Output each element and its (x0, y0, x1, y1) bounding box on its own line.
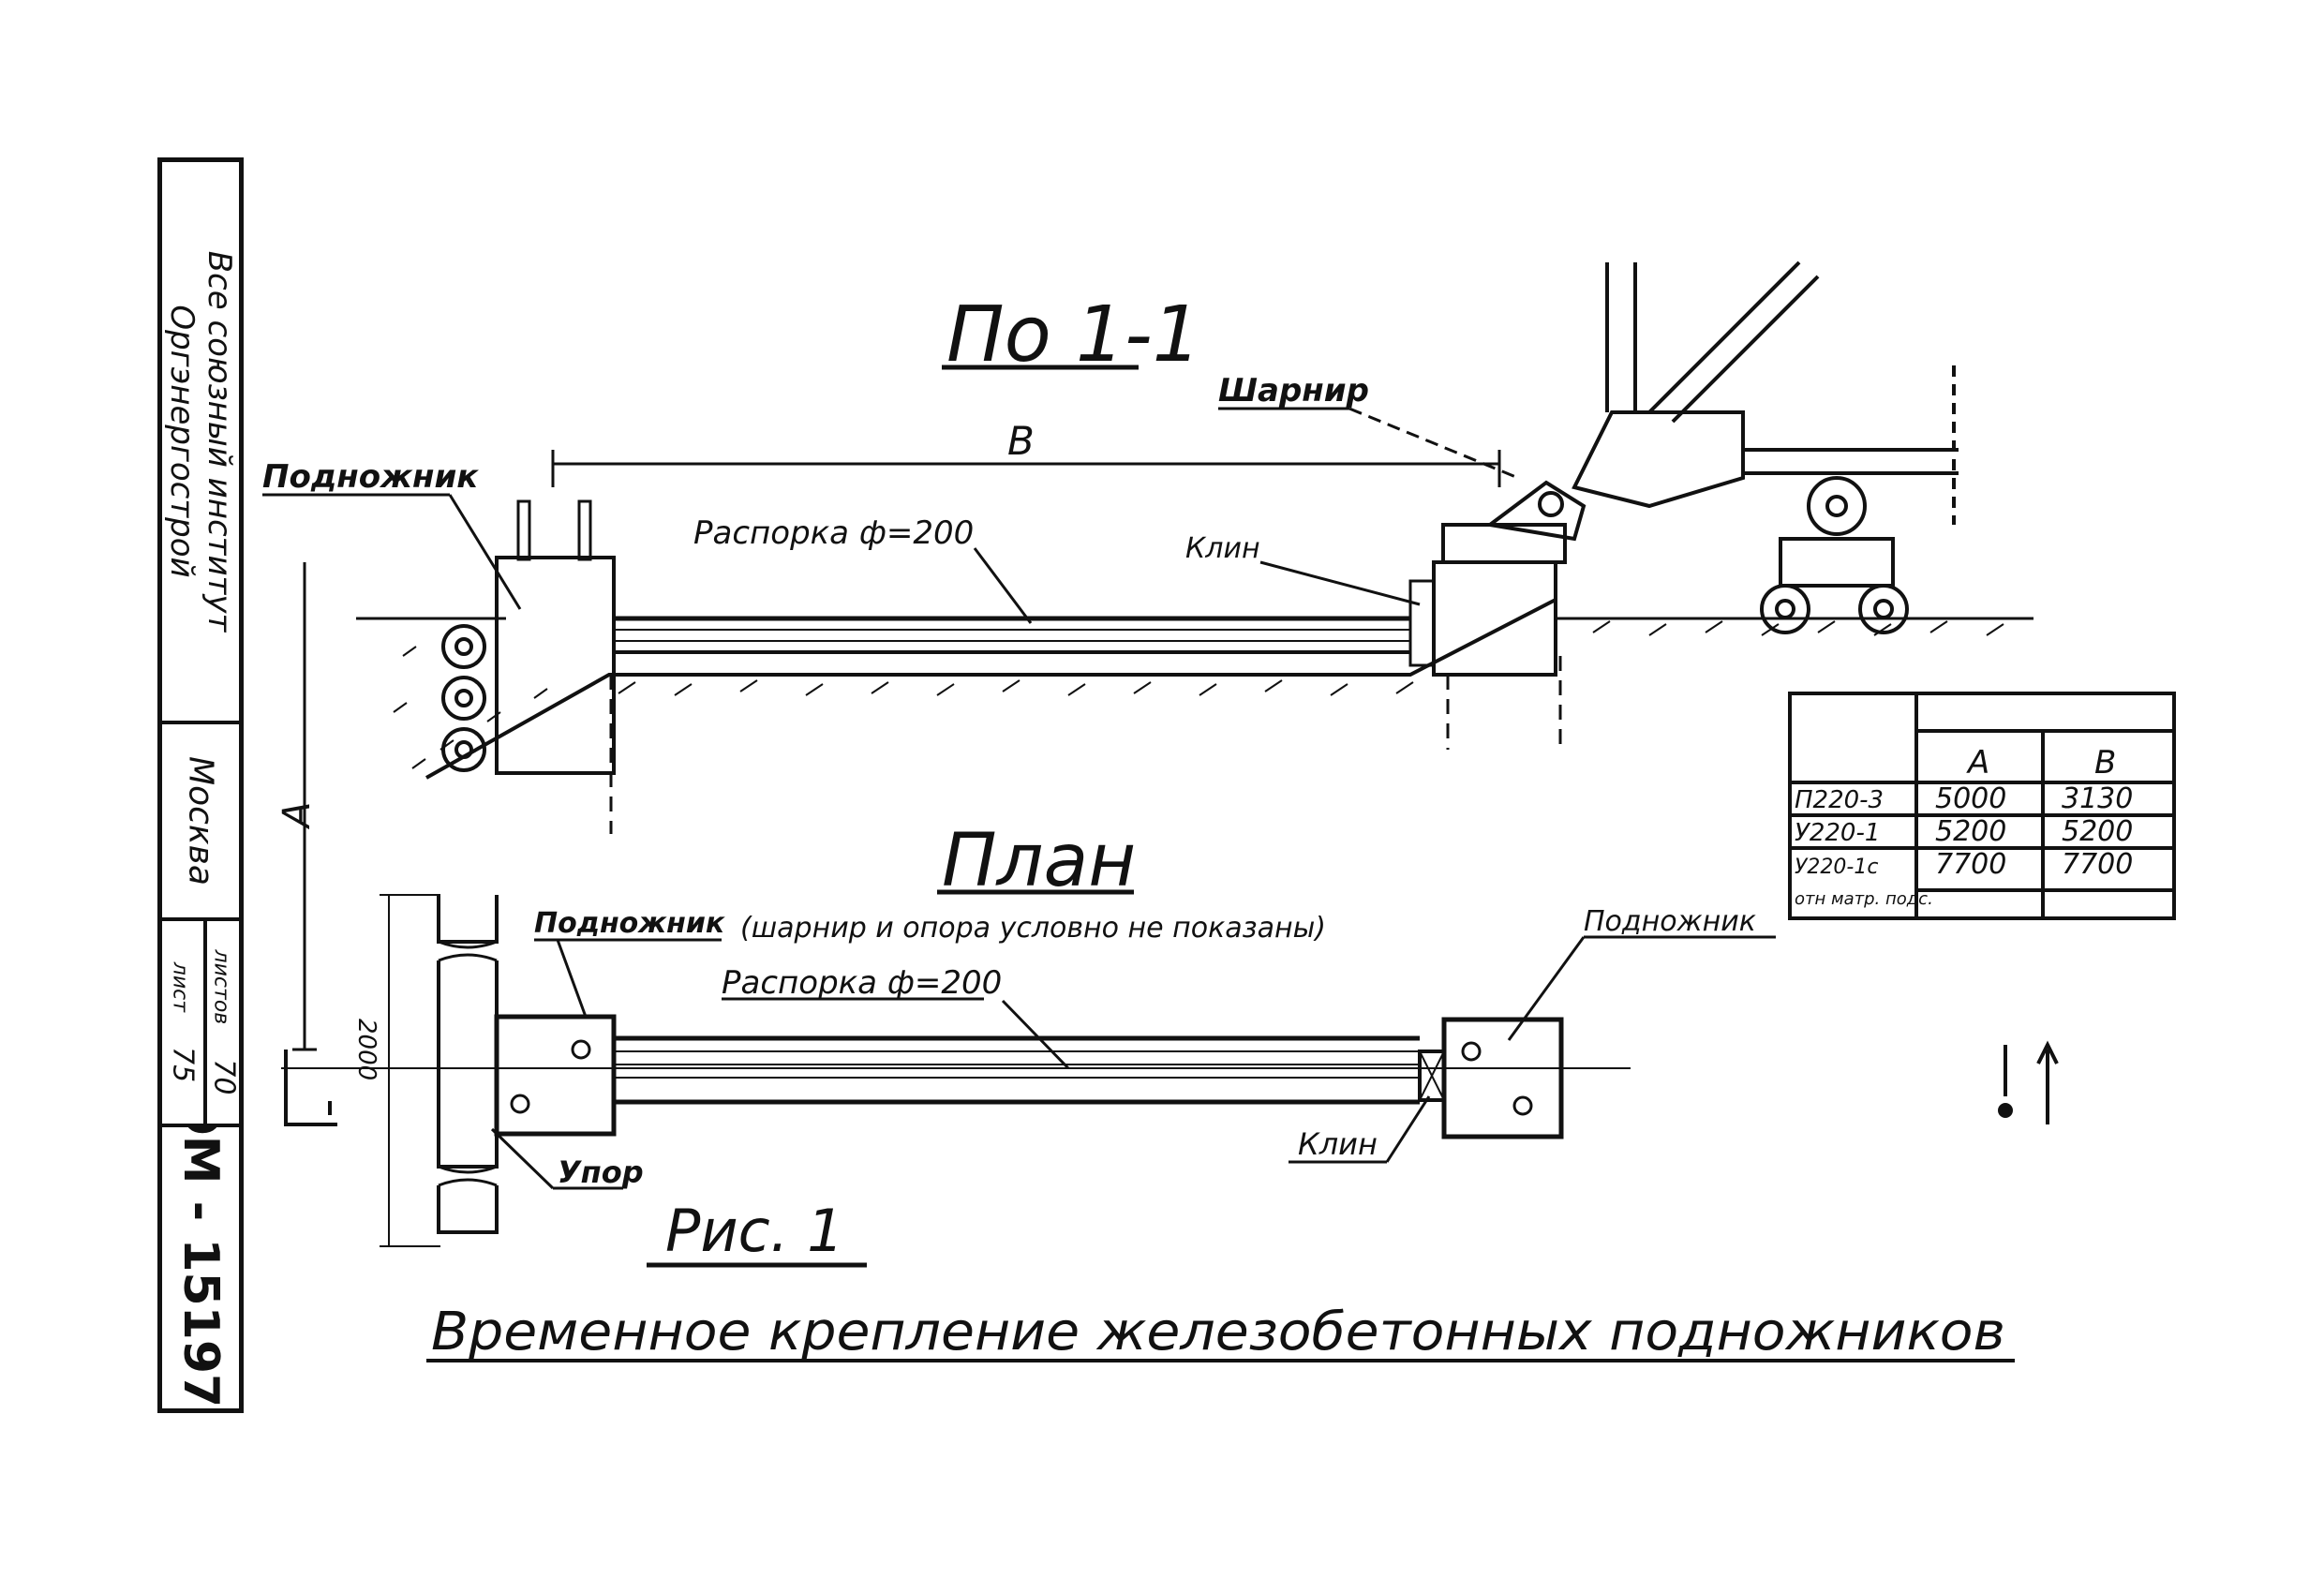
figure-caption-block: Рис. 1 Временное крепление железобетонны… (426, 1197, 2015, 1362)
footing-right-plan (1441, 1017, 1564, 1139)
stamp-org-line2: Оргэнергострой (163, 305, 201, 578)
label-dim-b: В (1007, 418, 1035, 464)
table-cell: У220-1 (1795, 819, 1880, 847)
table-cell: 5000 (1935, 782, 2006, 815)
log-rollers (441, 624, 486, 772)
stamp-sheets-label: листов (209, 949, 233, 1025)
label-plan-strut: Распорка ф=200 (722, 964, 1002, 1002)
table-cell: 5200 (2062, 815, 2133, 848)
table-cell: П220-3 (1795, 786, 1884, 814)
footing-left-plan (494, 1014, 617, 1137)
dimension-a (292, 562, 317, 1051)
trolley (1760, 476, 1909, 634)
stamp-org-line1: Все союзный институт (201, 250, 238, 633)
stamp-sheets-value: 70 (207, 1059, 240, 1095)
table-header-a: А (1966, 744, 1989, 782)
stamp-city-cell: Москва (162, 724, 239, 921)
label-plan-footing-right: Подножник (1584, 905, 1756, 938)
label-plan-footing-left: Подножник (534, 907, 725, 940)
stamp-sheets: листов 70 (208, 950, 240, 1095)
soil-hatch (393, 620, 2004, 769)
figure-caption: Временное крепление железобетонных подно… (431, 1302, 2005, 1362)
section-marker-right (1998, 1040, 2059, 1124)
label-strut: Распорка ф=200 (693, 514, 974, 552)
table-cell: 5200 (1935, 815, 2006, 848)
label-footing: Подножник (262, 458, 479, 496)
stamp-org-cell: Все союзный институт Оргэнергострой (162, 162, 239, 724)
hinge-assembly (1441, 261, 1959, 564)
stamp-doc-number: ОМ - 151975 (172, 1127, 229, 1408)
label-plan-note: (шарнир и опора условно не показаны) (740, 912, 1326, 945)
section-title: По 1-1 (946, 290, 1201, 380)
footing-left-section (495, 556, 616, 775)
figure-label: Рис. 1 (665, 1197, 844, 1265)
table-cell: 7700 (1935, 848, 2006, 881)
stamp-number-cell: ОМ - 151975 (162, 1127, 239, 1408)
section-view: По 1-1 (262, 261, 2034, 834)
stamp-sheets-cell: лист 75 листов 70 (162, 921, 239, 1127)
footing-right-section (1432, 560, 1557, 677)
wedge-section (1408, 579, 1436, 667)
stamp-sheet: лист 75 (167, 962, 200, 1082)
title-block-stamp: Все союзный институт Оргэнергострой Моск… (157, 157, 244, 1413)
stamp-city: Москва (181, 756, 220, 886)
table-cell: 7700 (2062, 848, 2133, 881)
strut-plan (614, 1035, 1420, 1105)
label-wedge: Клин (1185, 532, 1260, 565)
label-hinge: Шарнир (1218, 372, 1369, 409)
dimension-table: А В П220-3 5000 3130 У220-1 5200 5200 У2… (1788, 692, 2176, 920)
plan-title: План (942, 819, 1136, 903)
stamp-sheet-value: 75 (166, 1047, 200, 1083)
stamp-sheet-label: лист (168, 961, 192, 1013)
strut-section (614, 616, 1410, 654)
label-dim-2000: 2000 (352, 1019, 380, 1080)
stamp-org: Все союзный институт Оргэнергострой (163, 251, 238, 633)
pipe-plan (380, 894, 499, 1247)
table-cell: У220-1с (1795, 856, 1878, 879)
dimension-b (551, 450, 1501, 487)
table-header-b: В (2094, 744, 2116, 782)
table-cell: отн матр. подс. (1795, 889, 1933, 909)
label-plan-stop: Упор (558, 1154, 644, 1190)
label-dim-a: А (276, 802, 319, 830)
plan-view: План 2000 (281, 819, 2059, 1247)
excavation-outline (425, 598, 1557, 780)
label-plan-wedge: Клин (1298, 1126, 1378, 1162)
table-cell: 3130 (2062, 782, 2133, 815)
